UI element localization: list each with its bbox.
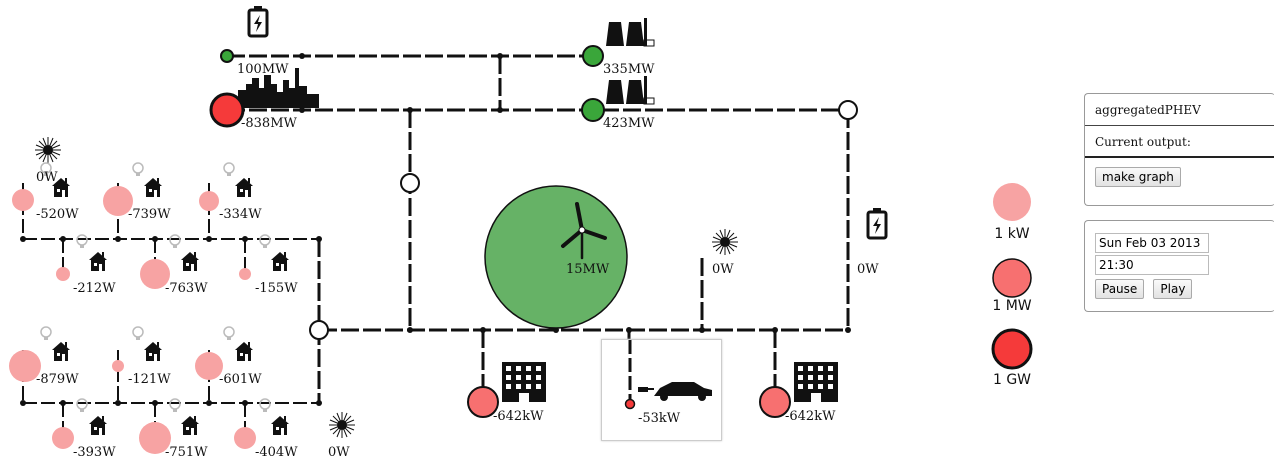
make-graph-button[interactable]: make graph [1095,167,1181,187]
house-output-label: -212W [73,281,116,296]
house-icon [52,342,70,361]
time-input[interactable] [1095,255,1209,275]
legend-mw-swatch [992,258,1032,298]
date-input[interactable] [1095,233,1209,253]
power-plant-icon [605,75,655,105]
current-output-label: Current output: [1085,126,1274,158]
info-panel-title: aggregatedPHEV [1085,94,1274,126]
solar-left-bottom-output-label: 0W [328,445,350,460]
solar-left-top-output-label: 0W [36,170,58,185]
house-output-label: -751W [165,445,208,460]
house-output-label: -334W [219,207,262,222]
ev-node[interactable] [624,398,636,410]
legend-mw-label: 1 MW [992,298,1032,314]
house-node[interactable] [9,350,41,382]
switch-node-left[interactable] [309,320,329,340]
legend-kw-swatch [993,183,1031,221]
wind-turbine-icon [561,202,607,260]
office-node[interactable] [759,386,791,418]
house-icon [89,416,107,435]
switch-node-top-right[interactable] [838,100,858,120]
office-node[interactable] [467,386,499,418]
battery-icon [247,4,269,38]
house-output-label: -739W [128,207,171,222]
house-node[interactable] [140,259,170,289]
sun-icon [711,228,739,256]
office-right-output-label: -642kW [785,409,836,424]
house-output-label: -155W [255,281,298,296]
legend [991,183,1033,370]
house-icon [144,178,162,197]
car-icon [638,382,712,401]
house-node[interactable] [239,268,251,280]
house-node[interactable] [52,427,74,449]
office-left-output-label: -642kW [493,409,544,424]
power-plant-2-output-label: 423MW [603,116,655,131]
house-node[interactable] [139,422,171,454]
house-output-label: -404W [255,445,298,460]
house-icon [235,342,253,361]
house-icon [181,416,199,435]
power-plant-node[interactable] [581,98,605,122]
house-output-label: -520W [36,207,79,222]
house-output-label: -601W [219,372,262,387]
ev-popup[interactable]: -53kW [601,339,722,441]
time-panel: Pause Play [1084,220,1274,312]
city-output-label: -838MW [241,116,297,131]
power-plant-node[interactable] [582,45,604,67]
house-node[interactable] [103,186,133,216]
house-icon [271,416,289,435]
house-node[interactable] [199,191,219,211]
house-node[interactable] [56,267,70,281]
sun-icon [328,411,356,439]
office-building-icon [794,362,838,402]
houses-cluster-top [12,162,289,289]
house-node[interactable] [234,427,256,449]
switch-node-mid[interactable] [400,173,420,193]
city-node[interactable] [209,92,245,128]
city-icon [238,68,319,108]
house-node[interactable] [12,189,34,211]
house-icon [89,252,107,271]
house-output-label: -393W [73,445,116,460]
battery-icon [866,206,888,240]
junction-dots [20,53,851,406]
play-button[interactable]: Play [1153,279,1193,299]
legend-kw-label: 1 kW [994,226,1030,242]
battery-node[interactable] [220,49,234,63]
houses-cluster-bottom [9,326,289,454]
battery-output-label: 100MW [237,62,289,77]
house-output-label: -763W [165,281,208,296]
power-plant-1-output-label: 335MW [603,62,655,77]
wind-turbine-node[interactable] [484,185,628,329]
house-icon [144,342,162,361]
legend-gw-swatch [991,328,1033,370]
house-icon [235,178,253,197]
office-building-icon [502,362,546,402]
solar-center-output-label: 0W [712,262,734,277]
house-output-label: -121W [128,372,171,387]
house-node[interactable] [112,360,124,372]
house-icon [181,252,199,271]
house-output-label: -879W [36,372,79,387]
ev-output-label: -53kW [638,411,681,426]
house-node[interactable] [195,352,223,380]
sun-icon [34,136,62,164]
storage-right-output-label: 0W [857,262,879,277]
wind-output-label: 15MW [566,262,610,277]
power-plant-icon [605,17,655,47]
legend-gw-label: 1 GW [992,372,1032,388]
info-panel: aggregatedPHEV Current output: make grap… [1084,93,1274,206]
pause-button[interactable]: Pause [1095,279,1145,299]
house-icon [271,252,289,271]
